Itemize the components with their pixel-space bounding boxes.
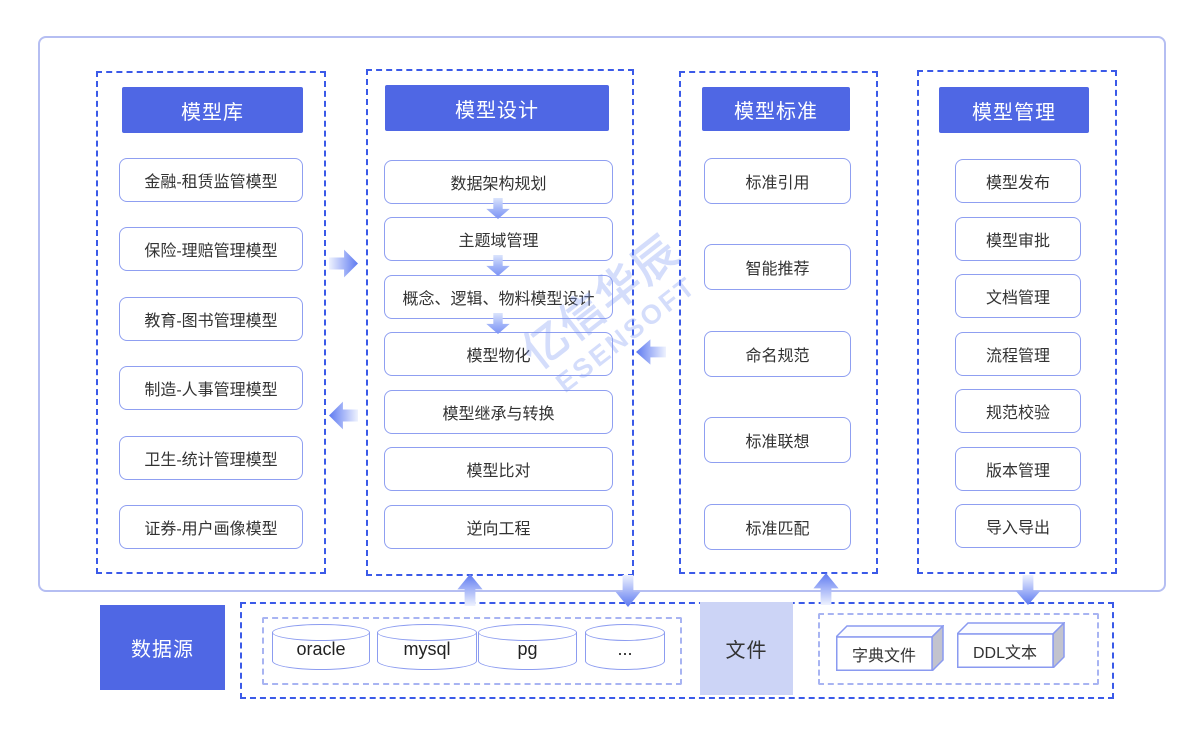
file-3d-box: DDL文本 xyxy=(957,622,1065,668)
3d-box-shape xyxy=(957,622,1065,668)
item-box: 标准匹配 xyxy=(704,504,851,550)
column-header-model-management: 模型管理 xyxy=(939,87,1089,133)
column-header-model-standard: 模型标准 xyxy=(702,87,850,131)
database-cylinder: oracle xyxy=(272,624,370,670)
item-box: 智能推荐 xyxy=(704,244,851,290)
item-box: 规范校验 xyxy=(955,389,1081,433)
database-cylinder: pg xyxy=(478,624,577,670)
cylinder-top xyxy=(585,624,665,641)
file-3d-box: 字典文件 xyxy=(836,625,944,671)
file-box: 文件 xyxy=(700,602,793,695)
item-box: 模型比对 xyxy=(384,447,613,491)
item-box: 数据架构规划 xyxy=(384,160,613,204)
database-label: oracle xyxy=(296,639,346,659)
column-header-model-library: 模型库 xyxy=(122,87,303,133)
item-box: 文档管理 xyxy=(955,274,1081,318)
item-box: 导入导出 xyxy=(955,504,1081,548)
item-box: 模型物化 xyxy=(384,332,613,376)
item-box: 主题域管理 xyxy=(384,217,613,261)
item-box: 概念、逻辑、物料模型设计 xyxy=(384,275,613,319)
item-box: 模型审批 xyxy=(955,217,1081,261)
column-frame-model-management xyxy=(917,70,1117,574)
item-box: 模型继承与转换 xyxy=(384,390,613,434)
item-box: 证券-用户画像模型 xyxy=(119,505,303,549)
cylinder-top xyxy=(272,624,370,641)
column-header-model-design: 模型设计 xyxy=(385,85,609,131)
bottom-sources-frame xyxy=(240,602,1114,699)
column-frame-model-standard xyxy=(679,71,878,574)
item-box: 保险-理赔管理模型 xyxy=(119,227,303,271)
item-box: 模型发布 xyxy=(955,159,1081,203)
item-box: 标准引用 xyxy=(704,158,851,204)
database-label: pg xyxy=(517,639,538,659)
databases-frame xyxy=(262,617,682,685)
column-frame-model-design xyxy=(366,69,634,576)
item-box: 教育-图书管理模型 xyxy=(119,297,303,341)
3d-box-shape xyxy=(836,625,944,671)
item-box: 逆向工程 xyxy=(384,505,613,549)
database-cylinder: ... xyxy=(585,624,665,670)
file-types-frame xyxy=(818,613,1099,685)
item-box: 金融-租赁监管模型 xyxy=(119,158,303,202)
file-type-label: DDL文本 xyxy=(972,645,1037,662)
datasource-box: 数据源 xyxy=(100,605,225,690)
database-cylinder: mysql xyxy=(377,624,477,670)
item-box: 流程管理 xyxy=(955,332,1081,376)
item-box: 制造-人事管理模型 xyxy=(119,366,303,410)
item-box: 命名规范 xyxy=(704,331,851,377)
item-box: 版本管理 xyxy=(955,447,1081,491)
file-type-label: 字典文件 xyxy=(851,648,916,665)
cylinder-top xyxy=(377,624,477,641)
item-box: 卫生-统计管理模型 xyxy=(119,436,303,480)
database-label: mysql xyxy=(403,639,451,659)
cylinder-top xyxy=(478,624,577,641)
column-frame-model-library xyxy=(96,71,326,574)
database-label: ... xyxy=(617,639,633,659)
item-box: 标准联想 xyxy=(704,417,851,463)
